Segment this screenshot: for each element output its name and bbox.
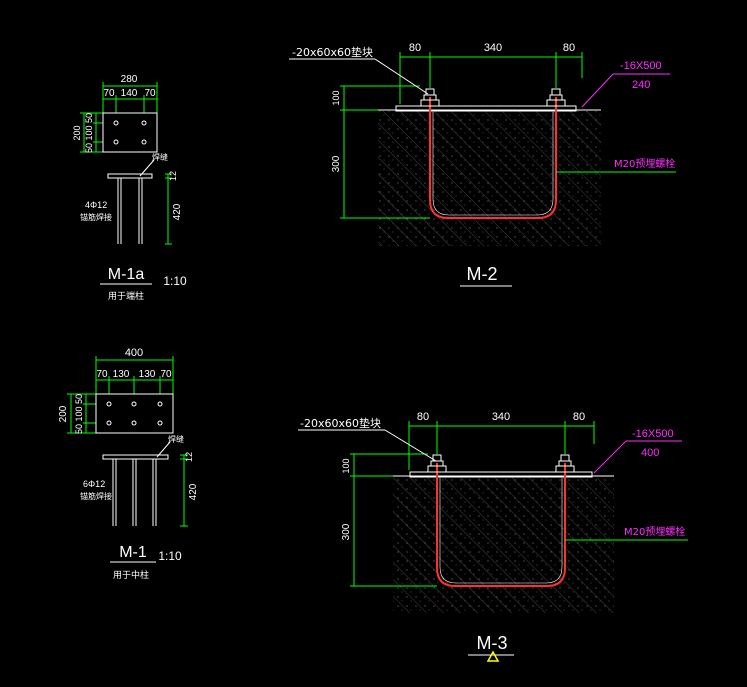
detail-m2: 80 340 80 100 300 -20x60x60垫块 -16X500 24… [289, 42, 676, 287]
m1-title: M-1 [119, 544, 147, 561]
m3-dim-depth: 300 [341, 523, 352, 540]
m1a-dim-height: 200 [72, 125, 82, 140]
m3-bolt-label: M20预埋螺栓 [624, 525, 685, 538]
m1a-dim-v3: 50 [84, 143, 94, 153]
m1-dim-anchor: 420 [188, 483, 199, 500]
detail-m3: 80 340 80 100 300 -20x60x60垫块 -16X500 40… [298, 411, 688, 662]
m3-dimension-lines [350, 421, 595, 587]
m1a-title: M-1a [108, 266, 145, 283]
m1-dim-b: 130 [113, 369, 130, 380]
m1a-plate-elevation [107, 173, 153, 179]
m2-nuts [420, 88, 566, 107]
m2-dim-depth: 300 [331, 155, 342, 172]
m1a-dim-b: 140 [121, 88, 138, 99]
m1-dimension-lines [67, 356, 188, 527]
m1-rebar-label: 6Φ12 [83, 479, 105, 489]
m1a-anchor-holes [113, 120, 147, 145]
m3-dim-left: 80 [417, 411, 429, 423]
m1-dim-v3: 50 [74, 424, 84, 434]
m3-dim-right: 80 [573, 411, 585, 423]
m2-title: M-2 [467, 264, 498, 284]
m1a-rebar-label: 4Φ12 [85, 200, 107, 210]
m1a-plate-plan [102, 112, 158, 153]
m2-dim-right: 80 [563, 42, 575, 54]
m1-dim-a: 70 [96, 369, 108, 380]
m1-dim-c: 130 [139, 369, 156, 380]
m1a-dim-plate: 12 [168, 171, 178, 181]
m1a-dimension-lines [80, 82, 172, 245]
m3-plate-label: -16X500 [632, 428, 674, 440]
m1a-dim-v1: 50 [84, 113, 94, 123]
m2-dim-mid: 340 [484, 42, 502, 54]
m1a-scale: 1:10 [163, 274, 187, 288]
m1a-rebar-note: 锚筋焊接 [80, 212, 112, 222]
m1-usage: 用于中柱 [113, 569, 149, 581]
m1-dim-plate: 12 [184, 452, 194, 462]
m1-weld-label: 焊缝 [168, 434, 184, 444]
m3-washer-leader [384, 429, 437, 462]
m2-u-bolt [429, 97, 557, 219]
m1-scale: 1:10 [158, 549, 182, 563]
m1-dim-total: 400 [125, 347, 143, 359]
m1a-anchor-bars [117, 178, 143, 244]
m1a-usage: 用于端柱 [108, 290, 144, 302]
m2-dim-left: 80 [409, 42, 421, 54]
m1a-dim-anchor: 420 [172, 203, 183, 220]
m1a-dim-total: 280 [121, 74, 138, 85]
m1-rebar-note: 锚筋焊接 [80, 491, 112, 501]
m1-anchor-bars [112, 459, 157, 526]
m2-plate-label: -16X500 [620, 60, 662, 72]
m3-dim-mid: 340 [492, 411, 510, 423]
m3-dim-top: 100 [341, 458, 351, 473]
m2-base-plate [395, 105, 577, 112]
m1-weld-leader [156, 441, 171, 458]
m2-plate-width: 240 [632, 79, 650, 91]
detail-m1a: 280 70 140 70 200 50 100 50 焊缝 12 420 4Φ… [72, 74, 187, 302]
m3-washer-label: -20x60x60垫块 [300, 416, 381, 430]
m1a-dim-c: 70 [144, 88, 156, 99]
m1a-weld-leader [139, 159, 155, 177]
m1-dim-height: 200 [58, 405, 69, 422]
m3-base-plate [409, 471, 593, 478]
m1-dim-d: 70 [160, 369, 172, 380]
m3-concrete-dots [393, 478, 614, 613]
m2-plate-leader [581, 73, 614, 108]
m2-dimension-lines [340, 52, 583, 219]
m1-anchor-holes [106, 401, 163, 426]
m3-title: M-3 [477, 633, 508, 653]
detail-m1: 400 70 130 130 70 200 50 100 50 焊缝 12 42… [58, 347, 199, 581]
m2-dim-top: 100 [331, 90, 341, 105]
m3-u-bolt-inner [439, 478, 563, 584]
m1-dim-v1: 50 [74, 394, 84, 404]
snap-marker-icon [486, 650, 500, 662]
m3-u-bolt [436, 463, 566, 587]
m2-concrete-dots [378, 111, 601, 246]
m2-u-bolt-inner [432, 112, 554, 216]
m3-nuts [427, 454, 575, 473]
m3-plate-width: 400 [641, 447, 659, 459]
m1a-dim-v2: 100 [84, 125, 94, 140]
m1-dim-v2: 100 [74, 406, 84, 421]
m1a-weld-label: 焊缝 [152, 152, 168, 162]
m2-washer-label: -20x60x60垫块 [292, 45, 373, 59]
m1-plate-plan [95, 393, 174, 434]
m1a-dim-a: 70 [103, 88, 115, 99]
m3-plate-leader [593, 440, 627, 474]
m2-washer-leader [374, 58, 429, 95]
m2-bolt-label: M20预埋螺栓 [614, 157, 675, 170]
